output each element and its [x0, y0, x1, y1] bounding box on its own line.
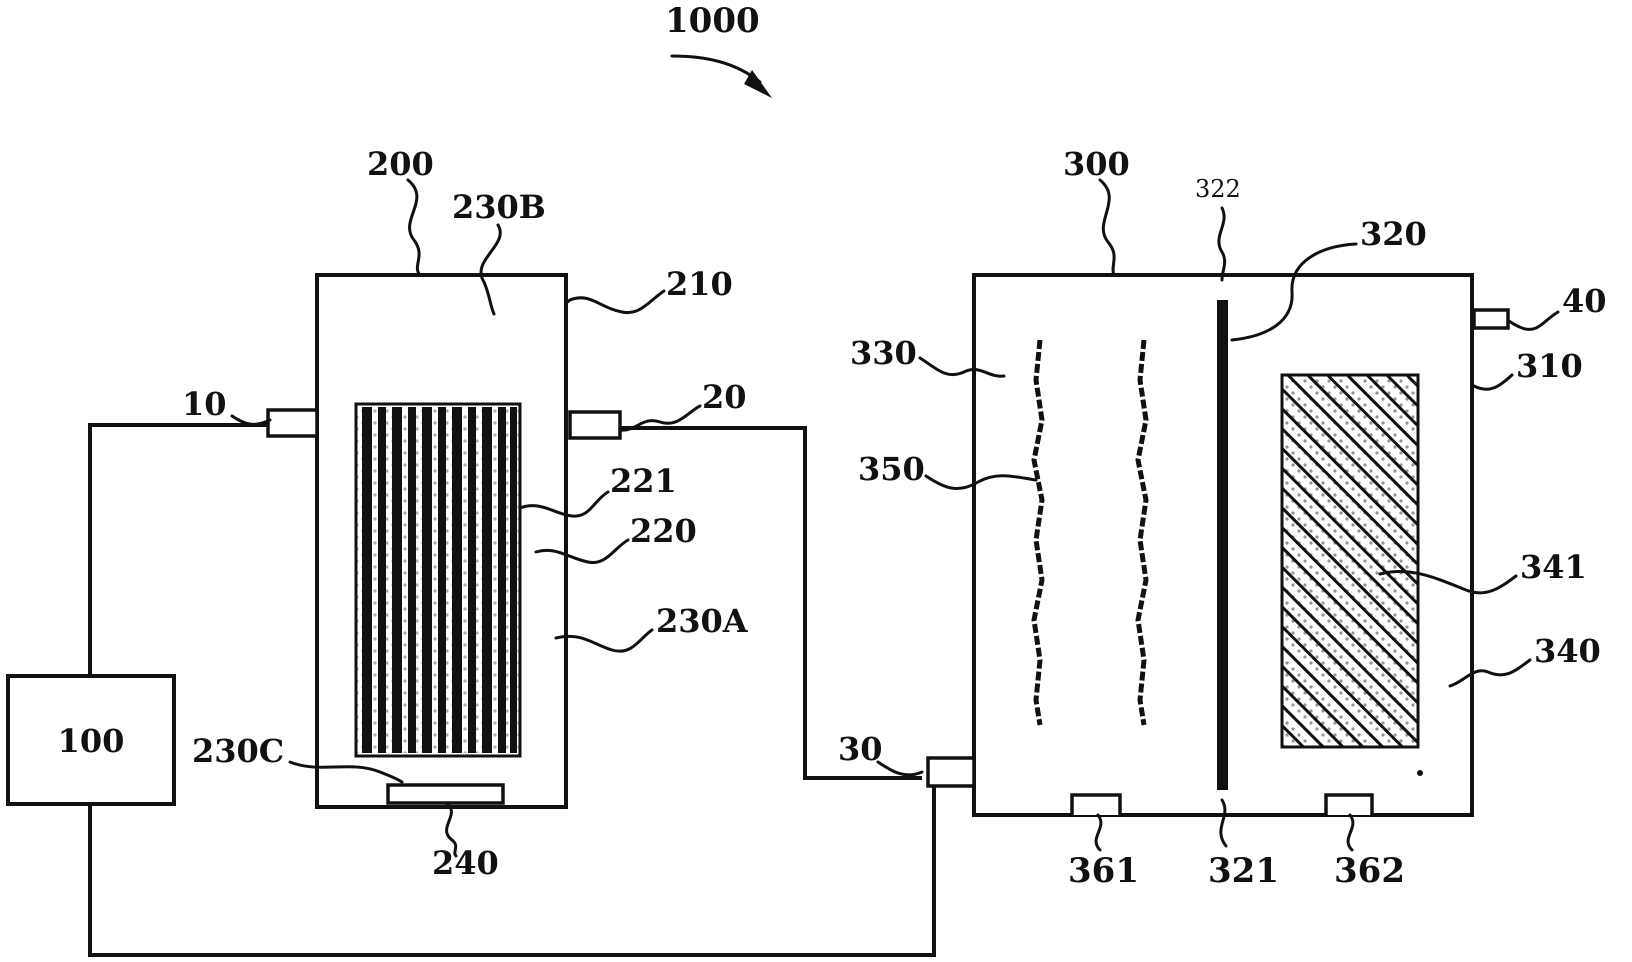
unit-100-label: 100: [58, 722, 125, 760]
leader-240: [444, 801, 458, 858]
pipe-return-to-100: [88, 778, 936, 957]
leader-341: [1378, 569, 1518, 595]
piping: [88, 423, 936, 957]
leader-230c: [288, 760, 404, 784]
label-361: 361: [1068, 851, 1139, 891]
outlet-362: [1324, 793, 1374, 815]
leader-350: [924, 474, 1038, 491]
label-200: 200: [367, 145, 434, 183]
leader-40: [1506, 310, 1560, 331]
pipe-20-to-30: [620, 426, 922, 780]
figure-number-label: 1000: [665, 1, 760, 41]
fiber-350: [1031, 339, 1149, 726]
label-310: 310: [1516, 347, 1583, 385]
leader-10: [230, 414, 272, 426]
label-240: 240: [432, 844, 499, 882]
filler-341: [1280, 373, 1420, 749]
reactor-200: [266, 273, 622, 809]
leader-361: [1094, 813, 1103, 852]
label-230a: 230A: [656, 602, 749, 640]
leader-320: [1230, 242, 1358, 342]
leader-221: [518, 490, 610, 518]
label-330: 330: [850, 334, 917, 372]
leader-210: [564, 289, 666, 315]
port-40: [1472, 308, 1510, 330]
figure-arrow: [670, 54, 762, 84]
label-10: 10: [182, 385, 227, 423]
leader-20: [618, 404, 702, 432]
leader-230a: [554, 628, 654, 653]
leader-230b: [479, 223, 502, 316]
speck: [1417, 770, 1423, 776]
leader-340: [1448, 658, 1532, 688]
leader-30: [876, 760, 924, 777]
label-320: 320: [1360, 215, 1427, 253]
label-321: 321: [1208, 851, 1279, 891]
reactor-200-annotations: 200 230B 210 10 20 221 220 230A 230C 240: [182, 145, 749, 882]
tank-300: [926, 273, 1510, 817]
pipe-100-to-10: [88, 423, 268, 676]
aerator-240: [386, 783, 505, 805]
unit-100: 100: [6, 674, 176, 806]
label-230c: 230C: [192, 732, 284, 770]
tank-300-wall: [972, 273, 1474, 817]
label-220: 220: [630, 512, 697, 550]
label-221: 221: [610, 462, 677, 500]
port-20: [568, 410, 622, 440]
leader-300: [1098, 178, 1116, 277]
port-10: [266, 408, 319, 438]
label-322: 322: [1195, 175, 1241, 203]
leader-220: [534, 538, 630, 565]
label-20: 20: [702, 378, 747, 416]
tank-300-annotations: 300 322 320 40 330 310 350 341 340 30 36…: [838, 145, 1607, 891]
figure-reference: 1000: [665, 1, 772, 98]
outlet-361: [1070, 793, 1122, 815]
label-300: 300: [1063, 145, 1130, 183]
figure-arrow-head: [744, 70, 772, 98]
label-350: 350: [858, 450, 925, 488]
leader-322: [1217, 206, 1227, 282]
reactor-200-wall: [315, 273, 568, 809]
leader-200: [406, 178, 422, 277]
label-30: 30: [838, 730, 883, 768]
label-210: 210: [666, 265, 733, 303]
leader-321: [1219, 798, 1228, 848]
label-40: 40: [1562, 282, 1607, 320]
label-340: 340: [1534, 632, 1601, 670]
label-341: 341: [1520, 548, 1587, 586]
leader-330: [918, 356, 1006, 378]
label-362: 362: [1334, 851, 1405, 891]
leader-310: [1472, 373, 1514, 391]
label-230b: 230B: [452, 188, 546, 226]
port-30: [926, 756, 976, 788]
membrane-module-220: [354, 402, 522, 758]
leader-362: [1346, 813, 1355, 852]
separator-320: [1217, 300, 1228, 790]
